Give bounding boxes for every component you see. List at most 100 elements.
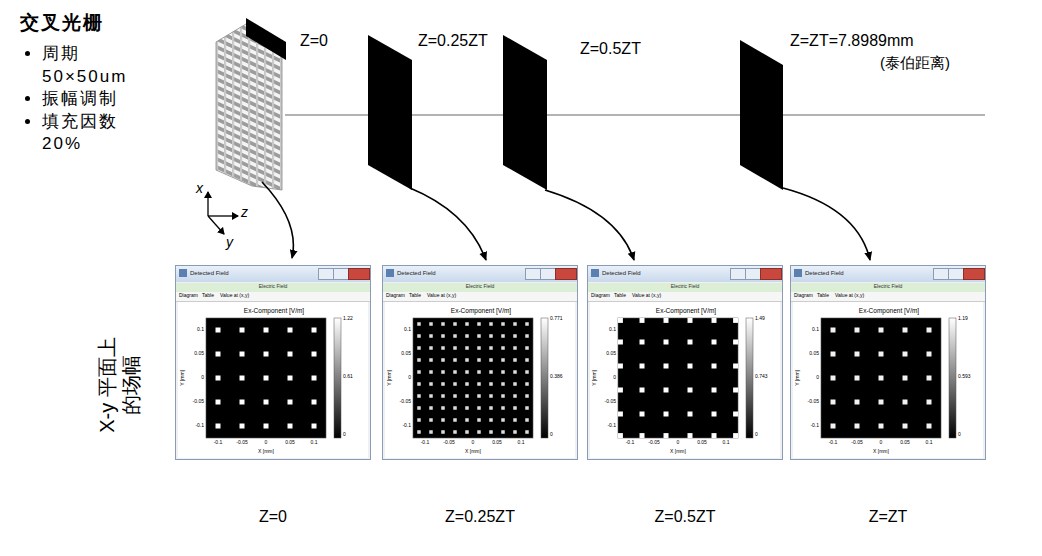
window-icon bbox=[591, 269, 599, 277]
axis-title: X [mm] bbox=[851, 449, 911, 455]
tick-label: 0 bbox=[594, 375, 616, 381]
bullet-item: 填充因数 20% bbox=[42, 111, 162, 156]
tick-label: 0.1 bbox=[716, 440, 736, 446]
window-button bbox=[525, 268, 541, 280]
tab-label: Table bbox=[409, 293, 421, 299]
tick-label: 0.05 bbox=[389, 351, 411, 357]
tab-label: Diagram bbox=[386, 293, 405, 299]
colorbar-value: 1.49 bbox=[755, 316, 765, 322]
window-button bbox=[933, 268, 949, 280]
bullet-item: 周期 50×50um bbox=[42, 43, 162, 88]
tab-label: Value at (x,y) bbox=[632, 293, 661, 299]
axis-title: Y [mm] bbox=[180, 367, 186, 389]
window-title: Detected Field bbox=[602, 270, 641, 277]
close-button bbox=[760, 268, 782, 280]
screenshot-window: Detected FieldElectric FieldDiagram Table… bbox=[382, 265, 578, 460]
window-button bbox=[730, 268, 746, 280]
tick-label: 0.1 bbox=[182, 327, 204, 333]
tick-label: -0.05 bbox=[847, 440, 867, 446]
info-text: Electric Field bbox=[588, 284, 782, 290]
tick-label: 0 bbox=[256, 440, 276, 446]
window-title: Detected Field bbox=[805, 270, 844, 277]
axis-label: y bbox=[226, 234, 233, 250]
tick-label: -0.1 bbox=[182, 423, 204, 429]
window-button bbox=[540, 268, 556, 280]
plane-label: (泰伯距离) bbox=[880, 54, 950, 71]
info-text: Electric Field bbox=[176, 284, 370, 290]
colorbar-value: 0 bbox=[958, 432, 961, 438]
window-title: Detected Field bbox=[190, 270, 229, 277]
tick-label: 0.05 bbox=[594, 351, 616, 357]
window-icon bbox=[386, 269, 394, 277]
tick-label: 0.1 bbox=[797, 327, 819, 333]
title-text: 交叉光栅 bbox=[20, 12, 104, 34]
tick-label: 0.1 bbox=[304, 440, 324, 446]
tick-label: 0.05 bbox=[280, 440, 300, 446]
screenshot-window: Detected FieldElectric FieldDiagramTable… bbox=[790, 265, 986, 460]
close-button bbox=[963, 268, 985, 280]
plot-title: Ex-Component [V/m] bbox=[791, 307, 987, 314]
tick-label: 0.05 bbox=[487, 440, 507, 446]
tick-label: 0 bbox=[389, 375, 411, 381]
axis-title: Y [mm] bbox=[795, 367, 801, 389]
tick-label: 0 bbox=[797, 375, 819, 381]
colorbar-value: 0.743 bbox=[755, 374, 768, 380]
colorbar-value: 0.771 bbox=[550, 316, 563, 322]
tick-label: -0.1 bbox=[415, 440, 435, 446]
caption-label: Z=0.25ZT bbox=[362, 508, 598, 526]
tick-label: -0.1 bbox=[389, 423, 411, 429]
info-text: Electric Field bbox=[383, 284, 577, 290]
tick-label: -0.1 bbox=[620, 440, 640, 446]
plane-label: Z=0.5ZT bbox=[580, 40, 641, 58]
window-title: Detected Field bbox=[397, 270, 436, 277]
tick-label: -0.05 bbox=[182, 399, 204, 405]
colorbar-value: 0 bbox=[550, 432, 553, 438]
window-button bbox=[745, 268, 761, 280]
tick-label: -0.1 bbox=[208, 440, 228, 446]
tick-label: 0.1 bbox=[511, 440, 531, 446]
plane-label: Z=ZT=7.8989mm bbox=[790, 32, 914, 50]
colorbar-value: 0.386 bbox=[550, 374, 563, 380]
colorbar-value: 0.61 bbox=[343, 374, 353, 380]
tab-label: Diagram bbox=[591, 293, 610, 299]
tick-label: -0.05 bbox=[797, 399, 819, 405]
colorbar-value: 1.22 bbox=[343, 316, 353, 322]
plane bbox=[503, 35, 547, 190]
plane bbox=[368, 35, 412, 190]
screenshot-window: Detected FieldElectric FieldDiagram Table… bbox=[587, 265, 783, 460]
axis-title: X [mm] bbox=[648, 449, 708, 455]
colorbar-value: 1.19 bbox=[958, 316, 968, 322]
close-button bbox=[348, 268, 370, 280]
tick-label: 0 bbox=[182, 375, 204, 381]
window-button bbox=[948, 268, 964, 280]
axis-label: z bbox=[241, 204, 248, 220]
tab-label: Diagram bbox=[794, 293, 813, 299]
tick-label: 0 bbox=[463, 440, 483, 446]
tab-label: Table bbox=[202, 293, 214, 299]
tick-label: 0.05 bbox=[895, 440, 915, 446]
axis-label: x bbox=[196, 180, 203, 196]
tick-label: -0.05 bbox=[439, 440, 459, 446]
window-icon bbox=[179, 269, 187, 277]
side-label: X-y 平面上的场幅 bbox=[95, 332, 143, 438]
caption-label: Z=ZT bbox=[770, 508, 1006, 526]
bullet-list: 周期 50×50um振幅调制填充因数 20% bbox=[20, 43, 162, 156]
window-button bbox=[318, 268, 334, 280]
axis-title: X [mm] bbox=[236, 449, 296, 455]
window-button bbox=[333, 268, 349, 280]
tick-label: 0.05 bbox=[182, 351, 204, 357]
tick-label: -0.05 bbox=[232, 440, 252, 446]
tab-label: Value at (x,y) bbox=[835, 293, 864, 299]
colorbar-value: 0 bbox=[343, 432, 346, 438]
axes bbox=[208, 192, 238, 234]
plot-title: Ex-Component [V/m] bbox=[588, 307, 784, 314]
tab-label: Table bbox=[817, 293, 829, 299]
tab-label: Value at (x,y) bbox=[427, 293, 456, 299]
tab-label: Table bbox=[614, 293, 626, 299]
tick-label: 0.1 bbox=[594, 327, 616, 333]
tick-label: 0 bbox=[668, 440, 688, 446]
pointer-arrow bbox=[262, 182, 870, 260]
tick-label: -0.1 bbox=[823, 440, 843, 446]
axis-title: Y [mm] bbox=[592, 367, 598, 389]
tick-label: -0.1 bbox=[594, 423, 616, 429]
